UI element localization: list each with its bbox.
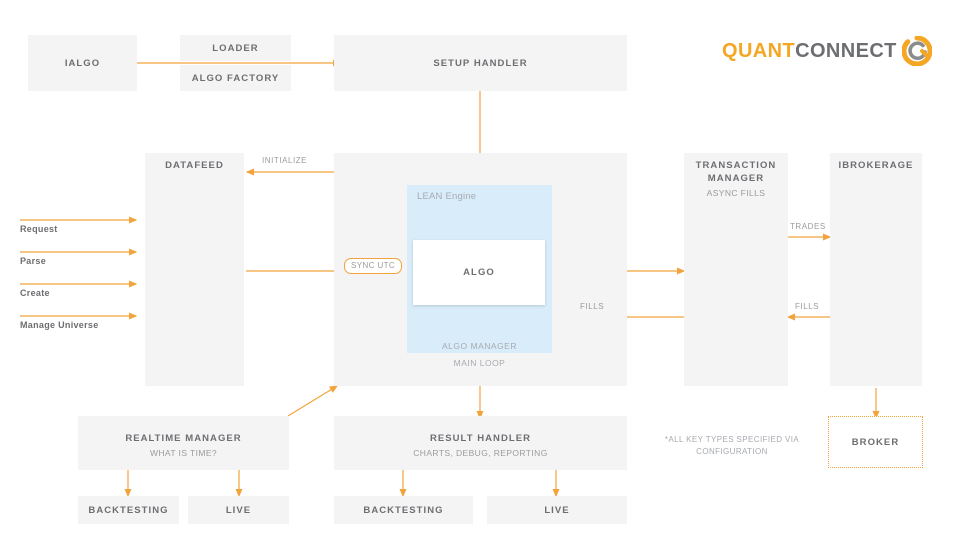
node-algo[interactable]: ALGO (413, 240, 545, 305)
node-loader[interactable]: LOADER (180, 35, 291, 61)
edge-label-trades: TRADES (790, 222, 826, 231)
configuration-footnote: *ALL KEY TYPES SPECIFIED VIA CONFIGURATI… (664, 435, 800, 456)
node-ialgo-title: IALGO (64, 57, 101, 69)
edge-label-initialize: INITIALIZE (262, 156, 308, 165)
node-loader-title: LOADER (212, 42, 259, 54)
node-ialgo[interactable]: IALGO (28, 35, 137, 91)
quantconnect-circle-logo-icon (901, 36, 932, 66)
logo-text-quant: QUANT (722, 40, 796, 62)
node-result-live-title: LIVE (544, 504, 570, 516)
logo-wordmark: QUANTCONNECT (722, 41, 897, 61)
node-result-backtesting-title: BACKTESTING (363, 504, 444, 516)
node-realtime-live[interactable]: LIVE (188, 496, 289, 524)
node-result-handler[interactable]: RESULT HANDLER CHARTS, DEBUG, REPORTING (334, 416, 627, 470)
node-transaction-manager-title: TRANSACTION MANAGER (695, 160, 777, 184)
node-transaction-manager-subtitle: ASYNC FILLS (706, 188, 766, 198)
node-realtime-backtesting-title: BACKTESTING (88, 504, 169, 516)
edge-label-fills-right: FILLS (795, 302, 820, 311)
node-datafeed[interactable]: DATAFEED (145, 153, 244, 386)
node-setup-handler-title: SETUP HANDLER (433, 57, 528, 69)
node-datafeed-title: DATAFEED (165, 160, 224, 171)
node-realtime-manager-title: REALTIME MANAGER (125, 433, 242, 444)
input-label-create: Create (20, 288, 50, 298)
node-result-handler-title: RESULT HANDLER (429, 433, 532, 444)
node-algo-factory-title: ALGO FACTORY (191, 72, 280, 84)
node-setup-handler[interactable]: SETUP HANDLER (334, 35, 627, 91)
node-ibrokerage-title: IBROKERAGE (838, 160, 914, 171)
node-realtime-manager-subtitle: WHAT IS TIME? (149, 448, 218, 458)
input-label-manage-universe: Manage Universe (20, 320, 99, 330)
node-realtime-manager[interactable]: REALTIME MANAGER WHAT IS TIME? (78, 416, 289, 470)
node-realtime-live-title: LIVE (225, 504, 252, 516)
node-main-loop-label: MAIN LOOP (453, 358, 506, 368)
node-algo-title: ALGO (463, 267, 495, 278)
edge-label-sync-utc: SYNC UTC (344, 258, 403, 274)
node-broker-title: BROKER (851, 436, 900, 448)
node-ibrokerage[interactable]: IBROKERAGE (830, 153, 922, 386)
node-algo-factory[interactable]: ALGO FACTORY (180, 65, 291, 91)
node-realtime-backtesting[interactable]: BACKTESTING (78, 496, 179, 524)
node-lean-engine-label: LEAN Engine (417, 191, 477, 202)
node-broker[interactable]: BROKER (828, 416, 923, 468)
node-transaction-manager[interactable]: TRANSACTION MANAGER ASYNC FILLS (684, 153, 788, 386)
node-result-backtesting[interactable]: BACKTESTING (334, 496, 473, 524)
edge-label-fills-center: FILLS (580, 302, 605, 311)
arrow-realtime-manager-to-engine (287, 385, 339, 417)
input-label-request: Request (20, 224, 58, 234)
node-result-handler-subtitle: CHARTS, DEBUG, REPORTING (413, 448, 548, 458)
quantconnect-logo: QUANTCONNECT (722, 36, 932, 66)
node-algo-manager-label: ALGO MANAGER (442, 341, 517, 351)
node-result-live[interactable]: LIVE (487, 496, 627, 524)
logo-text-connect: CONNECT (795, 40, 897, 62)
input-label-parse: Parse (20, 256, 47, 266)
